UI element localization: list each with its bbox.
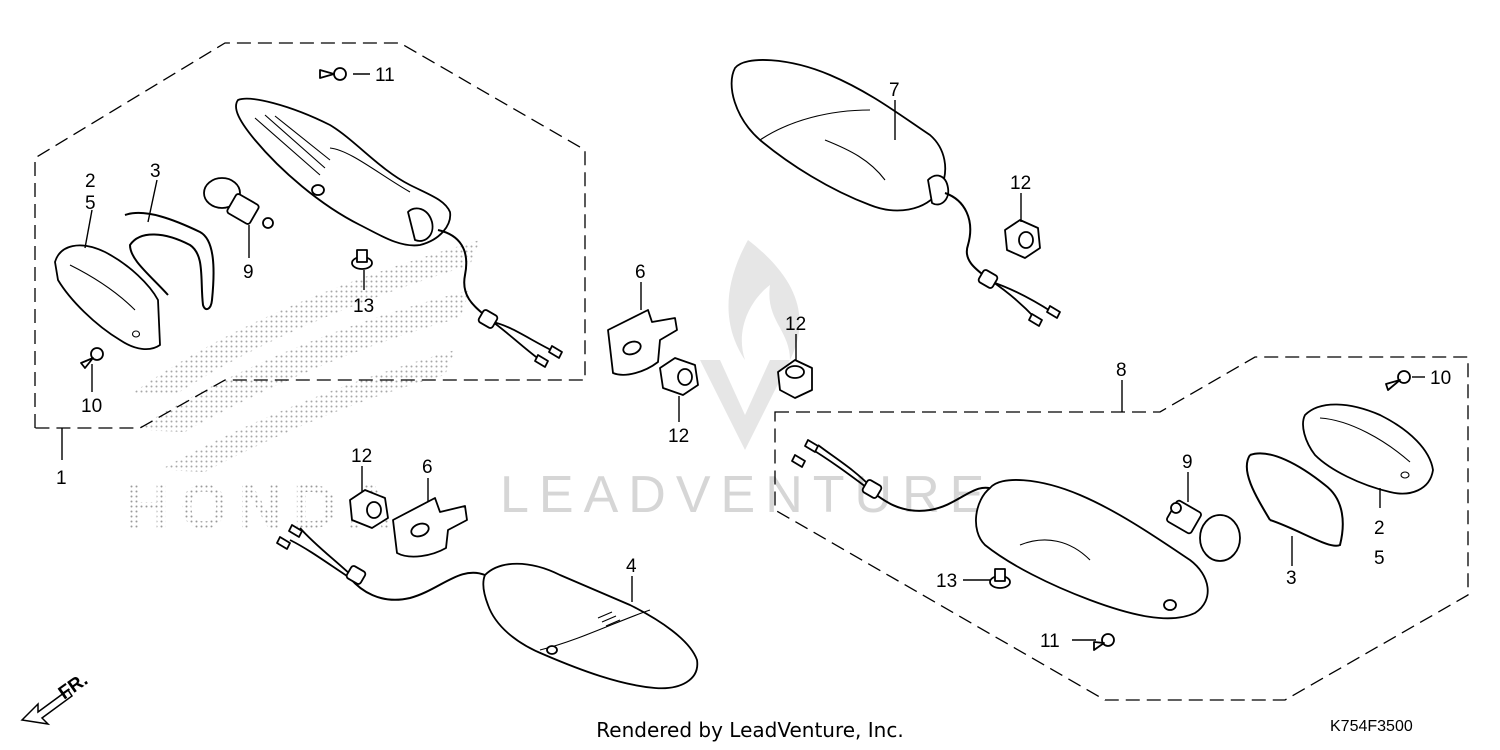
callout-4: 4 <box>626 556 637 577</box>
leadventure-logo-watermark <box>700 240 800 450</box>
group-box-right <box>774 356 1469 701</box>
honda-watermark-text: HONDA <box>125 473 402 542</box>
callout-3-left: 3 <box>150 161 161 182</box>
callout-7: 7 <box>889 80 900 101</box>
callout-9-right: 9 <box>1182 452 1193 473</box>
callout-12-right: 12 <box>1010 173 1031 194</box>
footer-credit: Rendered by LeadVenture, Inc. <box>596 718 904 742</box>
callout-5-left: 5 <box>85 193 96 214</box>
lens-left <box>54 244 161 351</box>
honda-wing-watermark <box>130 240 480 472</box>
winker-8-housing <box>791 439 1209 620</box>
callout-12-mid-a: 12 <box>668 426 689 447</box>
winker-4-lower <box>276 524 699 690</box>
callout-10-left: 10 <box>81 396 102 417</box>
screw-11-bottom <box>1093 633 1115 651</box>
stay-plate-6-upper <box>607 309 678 376</box>
gasket-right <box>1245 452 1344 547</box>
callout-13-left: 13 <box>353 296 374 317</box>
diagram-code: K754F3500 <box>1330 718 1413 735</box>
callout-5-right: 5 <box>1374 548 1385 569</box>
screw-10-left <box>80 347 104 369</box>
callout-11-bottom: 11 <box>1040 631 1060 652</box>
nut-12-mid-a <box>659 357 699 396</box>
callout-8: 8 <box>1116 360 1127 381</box>
callout-2-right: 2 <box>1374 518 1385 539</box>
front-direction-arrow: FR. <box>20 669 92 726</box>
bulb-left <box>203 177 274 229</box>
leadventure-watermark-text: LEADVENTURE <box>500 466 994 524</box>
stay-plate-6-lower <box>392 497 468 558</box>
screw-10-right <box>1385 370 1411 391</box>
callout-12-mid-b: 12 <box>785 314 806 335</box>
callout-6-upper: 6 <box>635 262 646 283</box>
callout-11-top: 11 <box>375 65 395 86</box>
callout-13-right: 13 <box>936 571 957 592</box>
callout-12-lower: 12 <box>351 446 372 467</box>
winker-housing-left <box>235 97 452 247</box>
callout-1: 1 <box>56 468 67 489</box>
callout-6-lower: 6 <box>422 457 433 478</box>
callout-3-right: 3 <box>1286 568 1297 589</box>
callout-10-right: 10 <box>1430 368 1451 389</box>
gasket-left <box>124 211 215 311</box>
group-box-left <box>34 42 586 429</box>
lens-right <box>1302 403 1434 495</box>
winker-7-upper <box>730 59 1061 327</box>
bulb-right <box>1166 499 1241 562</box>
grommet-13-right <box>989 568 1011 589</box>
nut-12-right <box>1004 219 1041 259</box>
grommet-13-left <box>351 249 373 270</box>
callout-9-left: 9 <box>243 262 254 283</box>
screw-11-top <box>319 67 347 81</box>
nut-12-lower <box>349 489 389 529</box>
leader-lines <box>61 73 1425 641</box>
nut-12-mid-b <box>777 359 813 399</box>
wiring-left-top <box>437 229 563 368</box>
callout-labels: 1 2 5 3 9 11 13 10 6 12 12 12 6 4 7 12 8… <box>56 65 1451 652</box>
callout-2-left: 2 <box>85 171 96 192</box>
